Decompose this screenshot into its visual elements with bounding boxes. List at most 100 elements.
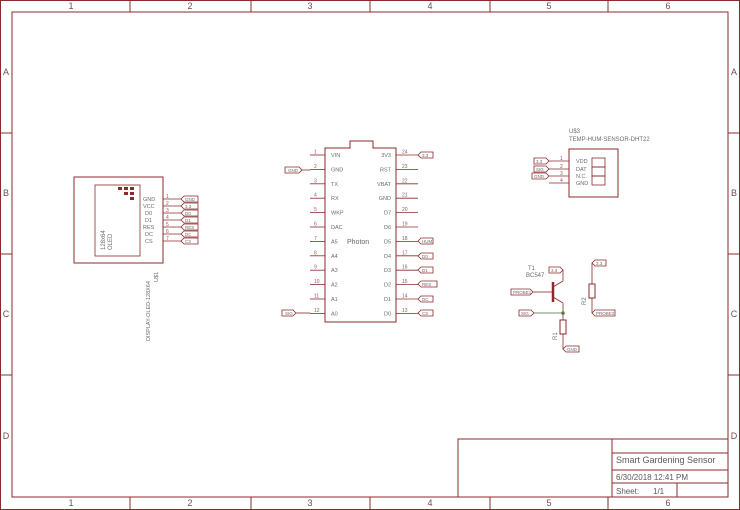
transistor-value: BC547: [526, 273, 545, 279]
frame-col-4-top: 4: [427, 1, 432, 11]
photon-label: Photon: [347, 239, 369, 246]
photon-right-pin-number: 18: [402, 236, 408, 242]
photon-right-pins: 243V323RST22VBAT21GND20D719D618D517D416D…: [377, 150, 418, 317]
oled-pin-res-label: RES: [143, 225, 155, 231]
resistor-r2[interactable]: R2: [582, 263, 596, 313]
photon-left-pin-label: A0: [331, 311, 338, 317]
title-block-sheet-value: 1/1: [653, 487, 665, 496]
photon-net-tag-dc: DC: [417, 295, 434, 303]
photon-left-pin-label: GND: [331, 167, 343, 173]
oled-pixel-icon: [130, 197, 134, 200]
oled-pixel-icon: [124, 187, 128, 190]
svg-text:PROBE2: PROBE2: [596, 311, 615, 316]
oled-pixel-icon: [130, 192, 134, 195]
frame-col-5-bottom: 5: [546, 498, 551, 508]
svg-text:CS: CS: [185, 239, 191, 244]
photon-right-pin-number: 23: [402, 164, 408, 170]
oled-pin-cs-label: CS: [145, 239, 153, 245]
photon-right-pin-label: RST: [380, 167, 392, 173]
photon-left-pin-label: RX: [331, 196, 339, 202]
oled-designator: U$1: [154, 272, 160, 282]
transistor-net-tag-3v3: 3.3: [548, 266, 564, 274]
oled-pin-3-number: 3: [166, 208, 169, 214]
svg-text:HUM: HUM: [422, 239, 432, 244]
oled-pixel-icon: [130, 187, 134, 190]
dht22-pin-1-number: 1: [560, 156, 563, 162]
oled-net-tag-cs: CS: [180, 237, 199, 245]
dht22-sensor-component[interactable]: U$3 TEMP-HUM-SENSOR-DHT22 VDD DAT N.C. G…: [549, 129, 650, 198]
photon-left-pin-label: A1: [331, 297, 338, 303]
photon-right-pin-number: 17: [402, 250, 408, 256]
photon-left-pin-label: VIN: [331, 153, 340, 159]
oled-pin-gnd-label: GND: [143, 197, 155, 203]
photon-net-tag-gnd: GND: [284, 166, 310, 174]
svg-text:PROBE1: PROBE1: [513, 290, 532, 295]
svg-text:3.3: 3.3: [185, 204, 192, 209]
oled-label-2: OLED: [108, 233, 114, 250]
resistor-r2-label: R2: [582, 297, 588, 305]
r2-net-tag-3v3: 3.3: [591, 259, 607, 267]
frame-col-6-top: 6: [665, 1, 670, 11]
oled-pin-7-number: 7: [166, 236, 169, 242]
oled-pin-6-number: 6: [166, 229, 169, 235]
svg-text:RES: RES: [422, 282, 431, 287]
frame-row-a-right: A: [731, 67, 737, 77]
photon-right-pin-number: 13: [402, 308, 408, 314]
svg-text:GND: GND: [185, 197, 196, 202]
frame-col-5-top: 5: [546, 1, 551, 11]
svg-text:SIG: SIG: [536, 167, 544, 172]
frame-col-3-top: 3: [307, 1, 312, 11]
dht22-pin-dat-label: DAT: [576, 167, 587, 173]
oled-label: 128x64: [101, 230, 107, 250]
photon-left-pin-label: TX: [331, 182, 338, 188]
svg-text:GND: GND: [288, 168, 299, 173]
svg-text:3.3: 3.3: [536, 159, 543, 164]
photon-left-pin-number: 12: [314, 308, 320, 314]
oled-display-component[interactable]: 128x64 OLED DISPLAY-OLED-128X64 U$1 GND …: [73, 176, 199, 341]
photon-component[interactable]: Photon: [324, 140, 397, 323]
svg-text:RES: RES: [185, 225, 194, 230]
photon-left-pin-number: 11: [314, 294, 319, 300]
resistor-r1[interactable]: R1: [553, 313, 567, 349]
r1-net-tag-gnd: GND: [562, 345, 580, 353]
oled-net-tag-dc: DC: [180, 230, 199, 238]
frame-row-d-left: D: [3, 431, 10, 441]
photon-left-pin-number: 3: [314, 178, 317, 184]
photon-net-tag-3v3: 3.3: [417, 151, 434, 159]
dht22-pin-nc-label: N.C.: [576, 174, 587, 180]
photon-right-pin-number: 21: [402, 193, 408, 199]
photon-right-pin-label: D4: [384, 254, 391, 260]
photon-left-pin-label: WKP: [331, 211, 344, 217]
svg-text:CS: CS: [422, 311, 428, 316]
photon-right-pin-label: D7: [384, 211, 391, 217]
photon-right-pin-number: 20: [402, 207, 408, 213]
oled-pin-vcc-label: VCC: [143, 204, 155, 210]
photon-right-pin-label: D3: [384, 268, 391, 274]
svg-text:D1: D1: [185, 218, 191, 223]
photon-left-pin-number: 6: [314, 222, 317, 228]
resistor-r1-label: R1: [553, 332, 559, 340]
photon-right-pin-label: VBAT: [377, 182, 392, 188]
oled-pin-dc-label: DC: [145, 232, 153, 238]
photon-left-pin-number: 5: [314, 207, 317, 213]
photon-net-tag-d0: D0: [417, 252, 434, 260]
svg-text:SIG: SIG: [285, 311, 293, 316]
photon-right-pin-label: D1: [384, 297, 391, 303]
photon-left-pin-label: A4: [331, 254, 338, 260]
svg-text:3.3: 3.3: [551, 268, 558, 273]
oled-net-tag-d1: D1: [180, 216, 199, 224]
photon-right-pin-label: D5: [384, 239, 391, 245]
photon-right-pin-label: D2: [384, 283, 391, 289]
transistor-t1[interactable]: T1 BC547: [526, 266, 564, 313]
svg-text:GND: GND: [567, 347, 578, 352]
dht22-net-tag-3v3: 3.3: [533, 157, 550, 165]
svg-text:3.3: 3.3: [596, 261, 603, 266]
photon-net-tag-sig: SIG: [281, 309, 310, 317]
photon-right-pin-number: 14: [402, 294, 408, 300]
svg-text:D1: D1: [422, 268, 428, 273]
transistor-designator: T1: [528, 266, 536, 272]
photon-right-pin-number: 15: [402, 279, 408, 285]
oled-net-tag-3v3: 3.3: [180, 202, 199, 210]
